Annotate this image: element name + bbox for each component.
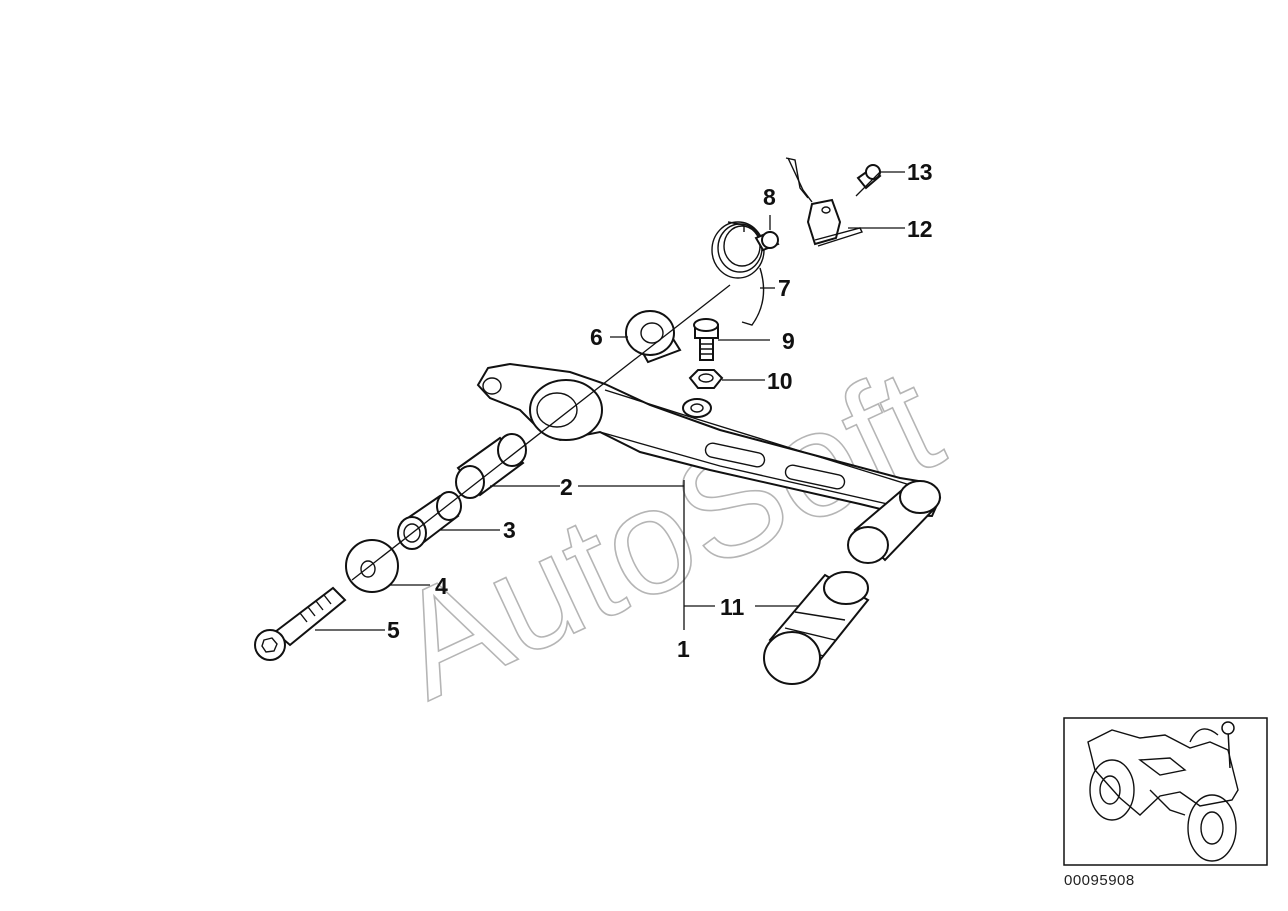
part-12-bracket (785, 157, 863, 247)
callout-2: 2 (560, 474, 573, 500)
callout-4: 4 (435, 573, 448, 599)
motorcycle-location-thumbnail (1063, 717, 1268, 866)
leader-lines (315, 171, 905, 631)
callout-12: 12 (907, 216, 933, 242)
callout-6: 6 (590, 324, 603, 350)
part-6-washer (625, 310, 682, 364)
part-2-bushing (455, 433, 527, 499)
callout-1: 1 (677, 636, 690, 662)
part-9-hex-bolt (693, 318, 719, 361)
part-1-shift-lever (476, 362, 942, 564)
part-13-screw (856, 164, 882, 190)
callout-8: 8 (763, 184, 776, 210)
part-8-pin (754, 230, 780, 252)
callout-11: 11 (720, 594, 745, 620)
callout-3: 3 (503, 517, 516, 543)
callout-13: 13 (907, 159, 933, 185)
part-11-foot-peg-rubber (763, 571, 870, 685)
part-5-bolt (254, 586, 347, 661)
diagram-reference-code: 00095908 (1064, 872, 1135, 889)
part-10-nut (688, 369, 724, 389)
callout-10: 10 (767, 368, 793, 394)
callout-9: 9 (782, 328, 795, 354)
part-4-washer (345, 539, 399, 593)
callout-5: 5 (387, 617, 400, 643)
callout-7: 7 (778, 275, 791, 301)
callout-labels: 1 2 3 4 5 6 7 8 9 10 11 12 13 (387, 159, 933, 662)
